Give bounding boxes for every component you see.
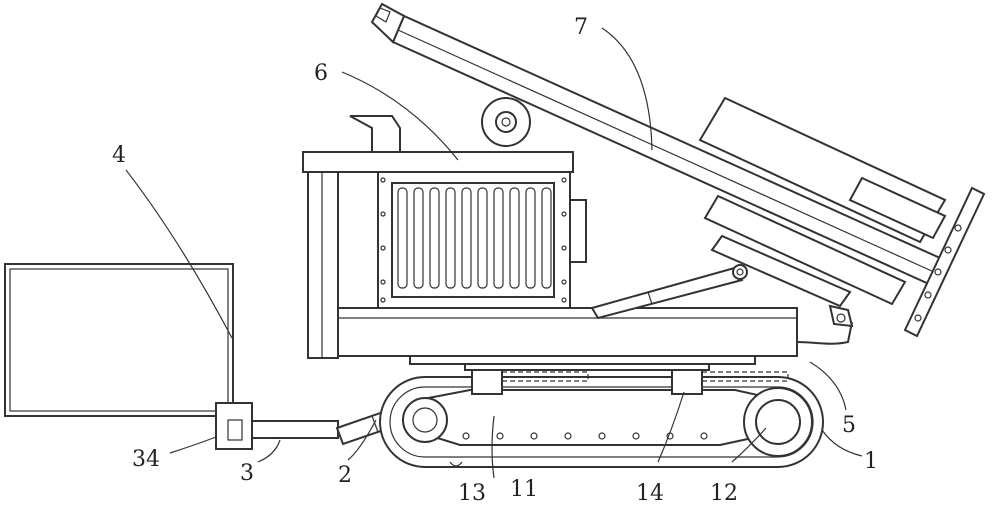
label-6: 6	[314, 61, 328, 86]
label-14: 14	[636, 481, 664, 506]
drill-mast	[370, 2, 986, 338]
label-7: 7	[574, 15, 588, 40]
label-12: 12	[710, 481, 738, 506]
reference-labels: 4 6 7 5 1 34 3 2 13 11 14 12	[112, 15, 878, 506]
label-3: 3	[240, 461, 254, 486]
support-arm	[251, 420, 339, 439]
hydraulic-cylinder	[590, 264, 748, 320]
screen-frame	[4, 263, 234, 417]
label-11: 11	[510, 477, 538, 502]
power-unit	[302, 115, 587, 359]
label-5: 5	[842, 413, 856, 438]
label-2: 2	[338, 463, 352, 488]
leader-lines	[125, 27, 863, 479]
label-4: 4	[112, 143, 126, 168]
label-1: 1	[864, 449, 878, 474]
label-34: 34	[132, 447, 160, 472]
platform	[329, 307, 853, 357]
crawler-track	[379, 376, 824, 468]
mount-block	[215, 402, 253, 450]
label-13: 13	[458, 481, 486, 506]
